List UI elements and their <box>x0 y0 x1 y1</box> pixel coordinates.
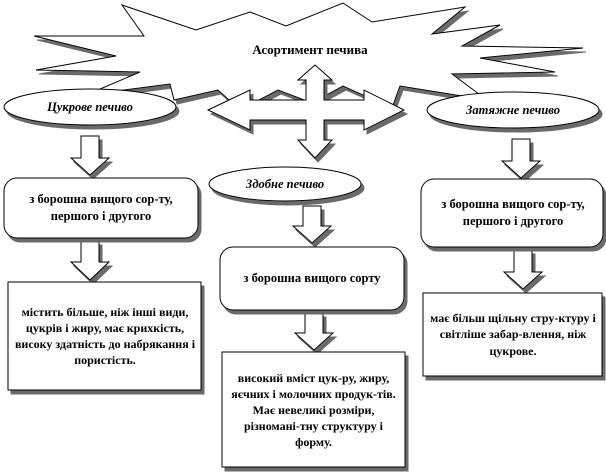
down-arrow-6 <box>502 249 544 290</box>
category-ellipse-tough <box>426 91 600 129</box>
flour-text-rich: з борошна вищого сорту <box>243 271 381 286</box>
category-label-rich: Здобне печиво <box>245 176 325 191</box>
desc-text-rich: високий вміст цук-ру, жиру, яєчних і мол… <box>231 370 396 450</box>
desc-text-sugar: містить більше, ніж інші види, цукрів і … <box>14 304 196 368</box>
down-arrow-4 <box>293 312 335 351</box>
category-ellipse-rich <box>208 166 362 202</box>
desc-box-rich <box>221 351 406 468</box>
desc-text-tough: має більш щільну стру-ктуру і світліше з… <box>430 311 596 358</box>
down-arrow-3 <box>291 205 333 244</box>
desc-box-sugar <box>7 281 202 391</box>
desc-box-tough <box>422 292 603 377</box>
category-label-sugar: Цукрове печиво <box>47 99 133 114</box>
title-label: Асортимент печива <box>252 42 368 58</box>
down-arrow-2 <box>69 240 111 281</box>
flour-box-tough <box>420 178 604 248</box>
flour-text-tough: з борошна вищого сор-ту, першого і друго… <box>441 197 585 228</box>
category-label-tough: Затяжне печиво <box>466 102 560 117</box>
category-ellipse-sugar <box>3 88 177 126</box>
down-arrow-1 <box>69 135 111 176</box>
down-arrows <box>69 135 544 351</box>
title-starburst <box>33 2 584 111</box>
flour-text-sugar: з борошна вищого сор-ту, першого і друго… <box>29 192 173 223</box>
four-way-arrow <box>206 64 406 159</box>
flour-box-rich <box>219 246 405 311</box>
down-arrow-5 <box>500 138 542 179</box>
flour-box-sugar <box>3 177 199 239</box>
